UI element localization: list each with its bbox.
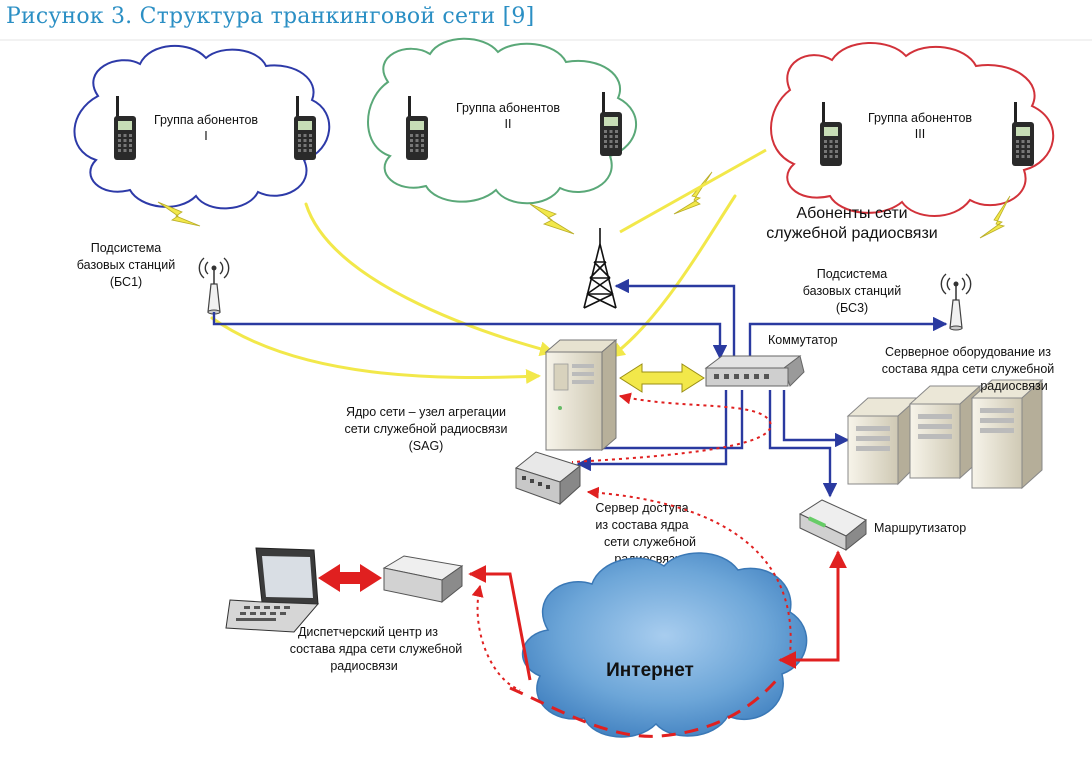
switch-label: Коммутатор xyxy=(768,333,838,347)
core-label-line3: (SAG) xyxy=(409,439,444,453)
bs1-label-line3: (БС1) xyxy=(110,275,142,289)
bs3-label-line3: (БС3) xyxy=(836,301,868,315)
group-3-label: Группа абонентов xyxy=(868,111,972,125)
red-dotted-links xyxy=(471,392,792,691)
access-label-line2: из состава ядра xyxy=(595,518,688,532)
group-1-number: I xyxy=(204,129,207,143)
dispatch-label-line1: Диспетчерский центр из xyxy=(298,625,438,639)
radio-tower-icon xyxy=(583,228,617,309)
dispatch-label-line2: состава ядра сети служебной xyxy=(290,642,463,656)
group-1-label: Группа абонентов xyxy=(154,113,258,127)
dispatch-server-icon xyxy=(382,555,464,604)
red-links xyxy=(468,550,847,681)
access-label-line1: Сервер доступа xyxy=(595,501,688,515)
group-cloud-1 xyxy=(73,45,331,210)
group-2-number: II xyxy=(505,117,512,131)
core-label-line2: сети служебной радиосвязи xyxy=(345,422,508,436)
bs3-label-line1: Подсистема xyxy=(817,267,888,281)
group-cloud-3 xyxy=(770,42,1055,217)
bs1-label-line1: Подсистема xyxy=(91,241,162,255)
lightning-links xyxy=(157,171,1011,239)
core-server-icon xyxy=(544,338,618,452)
laptop-server-link xyxy=(318,564,382,592)
servers-label-line1: Серверное оборудование из xyxy=(885,345,1051,359)
internet-label: Интернет xyxy=(606,660,694,681)
access-label-line3: сети служебной xyxy=(604,535,696,549)
subscribers-label-line2: служебной радиосвязи xyxy=(766,225,937,242)
subscribers-label-line1: Абоненты сети xyxy=(796,205,907,222)
tower-radio-link xyxy=(619,148,767,234)
server-farm-icon xyxy=(846,378,1044,490)
bs3-label-line2: базовых станций xyxy=(803,284,901,298)
group-2-label: Группа абонентов xyxy=(456,101,560,115)
group-cloud-2 xyxy=(367,37,637,205)
figure-title: Рисунок 3. Структура транкинговой сети [… xyxy=(6,4,535,29)
switch-icon xyxy=(704,355,805,387)
base-station-3-antenna-icon xyxy=(940,273,972,331)
dispatch-label-line3: радиосвязи xyxy=(330,659,397,673)
core-switch-link xyxy=(619,363,705,393)
group-3-number: III xyxy=(915,127,925,141)
access-server-icon xyxy=(514,451,582,506)
core-label-line1: Ядро сети – узел агрегации xyxy=(346,405,506,419)
bs1-label-line2: базовых станций xyxy=(77,258,175,272)
servers-label-line2: состава ядра сети служебной xyxy=(882,362,1055,376)
servers-label-line3: радиосвязи xyxy=(980,379,1047,393)
laptop-icon xyxy=(225,547,320,633)
router-label: Маршрутизатор xyxy=(874,521,966,535)
internet-cloud-icon xyxy=(521,552,808,738)
yellow-radio-links xyxy=(210,194,737,384)
internet-tunnel-link xyxy=(509,675,782,738)
blue-links xyxy=(212,278,948,498)
base-station-1-antenna-icon xyxy=(198,257,230,315)
router-icon xyxy=(798,499,867,552)
